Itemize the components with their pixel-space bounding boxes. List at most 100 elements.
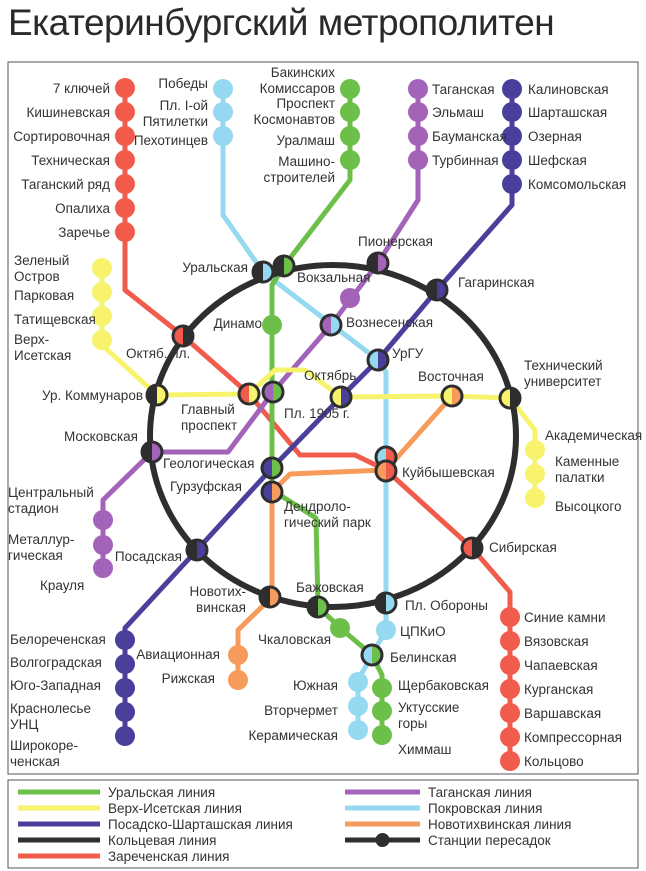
green-station-dot[interactable]: [340, 79, 360, 99]
red-station-dot[interactable]: [115, 126, 135, 146]
green-station-dot[interactable]: [340, 102, 360, 122]
red-station-dot[interactable]: [115, 222, 135, 242]
station-label[interactable]: Комсомольская: [528, 177, 626, 192]
interchange-station[interactable]: [171, 324, 195, 348]
interchange-station[interactable]: [498, 386, 522, 410]
station-label[interactable]: Рижская: [162, 671, 215, 686]
station-label[interactable]: Авиационная: [136, 647, 220, 662]
blue-station-dot[interactable]: [115, 654, 135, 674]
station-label[interactable]: Октяб. пл.: [126, 346, 190, 361]
station-label[interactable]: Гурзуфская: [170, 479, 242, 494]
station-label[interactable]: Куйбышевская: [402, 465, 495, 480]
station-label[interactable]: Варшавская: [524, 706, 601, 721]
cyan-station-dot[interactable]: [348, 696, 368, 716]
station-label[interactable]: Опалиха: [55, 201, 110, 216]
station-label[interactable]: Верх-Исетская: [14, 332, 71, 363]
interchange-station[interactable]: [440, 384, 464, 408]
station-label[interactable]: Вязовская: [524, 634, 589, 649]
red-station-dot[interactable]: [115, 174, 135, 194]
station-label[interactable]: Пл. Обороны: [405, 598, 488, 613]
station-label[interactable]: Сортировочная: [13, 129, 110, 144]
station-label[interactable]: Вознесенская: [346, 315, 433, 330]
interchange-station[interactable]: [145, 383, 169, 407]
station-label[interactable]: Курганская: [524, 682, 593, 697]
station-label[interactable]: Щербаковская: [398, 678, 489, 693]
interchange-station[interactable]: [360, 643, 384, 667]
station-label[interactable]: Эльмаш: [432, 105, 484, 120]
station-label[interactable]: Чкаловская: [258, 632, 331, 647]
station-label[interactable]: Академическая: [545, 428, 642, 443]
station-label[interactable]: Техническая: [31, 153, 110, 168]
interchange-station[interactable]: [272, 254, 296, 278]
orange-station-dot[interactable]: [228, 670, 248, 690]
red-station-dot[interactable]: [500, 631, 520, 651]
station-label[interactable]: Гагаринская: [458, 275, 534, 290]
blue-station-dot[interactable]: [502, 79, 522, 99]
yellow-station-dot[interactable]: [92, 258, 112, 278]
station-label[interactable]: Московская: [64, 429, 138, 444]
green-station-dot[interactable]: [262, 315, 282, 335]
blue-station-dot[interactable]: [502, 126, 522, 146]
interchange-station[interactable]: [237, 382, 261, 406]
station-label[interactable]: Вокзальная: [297, 270, 370, 285]
station-label[interactable]: Динамо: [214, 316, 262, 331]
green-station-dot[interactable]: [372, 725, 392, 745]
station-label[interactable]: Южная: [293, 678, 338, 693]
cyan-station-dot[interactable]: [213, 79, 233, 99]
red-station-dot[interactable]: [115, 78, 135, 98]
red-station-dot[interactable]: [115, 150, 135, 170]
station-label[interactable]: Заречье: [58, 225, 110, 240]
station-label[interactable]: Октябрь: [304, 368, 356, 383]
station-label[interactable]: Шефская: [528, 153, 587, 168]
station-label[interactable]: Восточная: [418, 369, 484, 384]
station-label[interactable]: Машино-строителей: [263, 154, 335, 185]
green-station-dot[interactable]: [330, 618, 350, 638]
station-label[interactable]: Победы: [158, 76, 208, 91]
yellow-station-dot[interactable]: [525, 440, 545, 460]
station-label[interactable]: Геологическая: [163, 456, 254, 471]
cyan-station-dot[interactable]: [376, 620, 396, 640]
interchange-station[interactable]: [366, 251, 390, 275]
station-label[interactable]: Широкоре-ченская: [10, 738, 78, 769]
blue-station-dot[interactable]: [502, 102, 522, 122]
interchange-station[interactable]: [329, 385, 353, 409]
cyan-station-dot[interactable]: [348, 720, 368, 740]
station-label[interactable]: Татищевская: [14, 312, 96, 327]
station-label[interactable]: Калиновская: [528, 82, 609, 97]
station-label[interactable]: Ур. Коммунаров: [42, 388, 143, 403]
station-label[interactable]: Озерная: [528, 129, 582, 144]
station-label[interactable]: Пл. 1905 г.: [284, 406, 350, 421]
station-label[interactable]: Крауля: [40, 578, 84, 593]
station-label[interactable]: Пионерская: [358, 234, 433, 249]
red-station-dot[interactable]: [115, 102, 135, 122]
interchange-station[interactable]: [374, 591, 398, 615]
interchange-station[interactable]: [366, 348, 390, 372]
cyan-station-dot[interactable]: [213, 102, 233, 122]
interchange-station[interactable]: [261, 380, 285, 404]
station-label[interactable]: Белореченская: [10, 632, 106, 647]
interchange-station[interactable]: [306, 595, 330, 619]
green-station-dot[interactable]: [340, 150, 360, 170]
station-label[interactable]: Высоцкого: [555, 499, 622, 514]
green-station-dot[interactable]: [372, 678, 392, 698]
interchange-station[interactable]: [185, 538, 209, 562]
station-label[interactable]: Посадская: [115, 549, 182, 564]
cyan-station-dot[interactable]: [348, 672, 368, 692]
interchange-station[interactable]: [425, 278, 449, 302]
purple-station-dot[interactable]: [93, 510, 113, 530]
interchange-station[interactable]: [374, 459, 398, 483]
station-label[interactable]: Кишиневская: [26, 105, 110, 120]
purple-station-dot[interactable]: [408, 79, 428, 99]
yellow-station-dot[interactable]: [92, 282, 112, 302]
station-label[interactable]: Волгоградская: [10, 655, 102, 670]
station-label[interactable]: Белинская: [390, 650, 457, 665]
interchange-station[interactable]: [251, 260, 275, 284]
station-label[interactable]: УрГУ: [392, 346, 424, 361]
station-label[interactable]: 7 ключей: [53, 81, 110, 96]
station-label[interactable]: Компрессорная: [524, 730, 622, 745]
interchange-station[interactable]: [319, 313, 343, 337]
red-station-dot[interactable]: [500, 703, 520, 723]
